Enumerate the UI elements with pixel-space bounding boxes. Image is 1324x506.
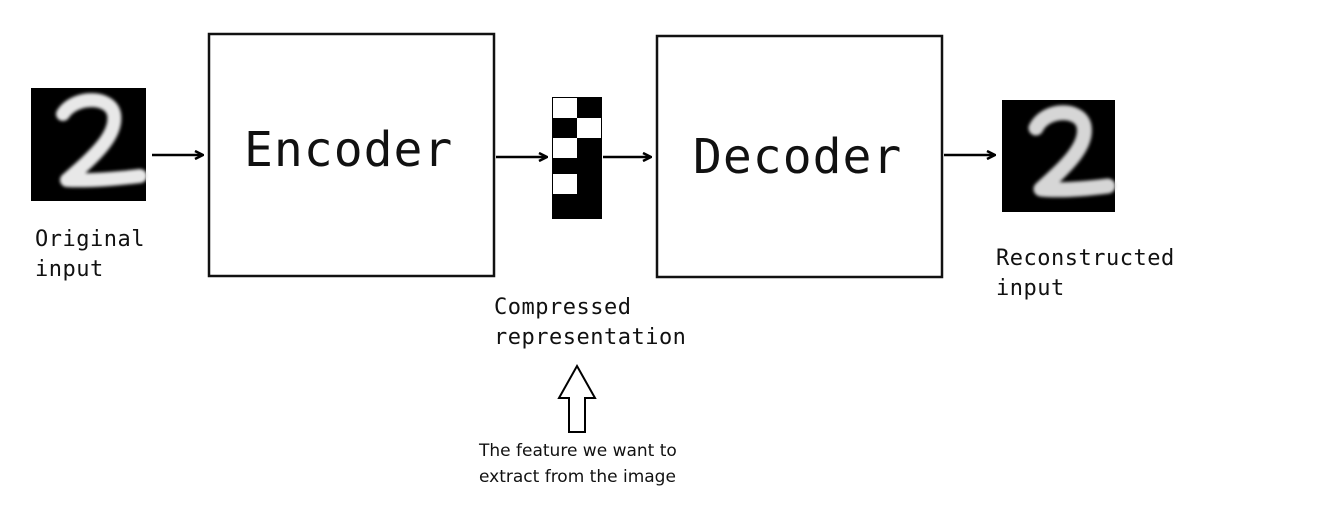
feature-note-line-2: extract from the image (479, 467, 676, 487)
reconstructed-label-line-1: Reconstructed (996, 246, 1175, 271)
reconstructed-label-line-2: input (996, 276, 1065, 301)
up-arrow-icon (557, 363, 597, 433)
decoder-label: Decoder (693, 129, 903, 185)
compressed-code-grid (552, 97, 602, 219)
original-input-label-line-1: Original (35, 227, 145, 252)
compressed-label-line-1: Compressed (494, 295, 632, 320)
original-digit-image (31, 88, 147, 201)
original-input-label: Original input (35, 225, 145, 285)
compressed-representation-label: Compressed representation (494, 293, 686, 353)
decoder-box (655, 34, 944, 279)
compressed-label-line-2: representation (494, 325, 687, 350)
reconstructed-digit-image (1002, 100, 1116, 212)
reconstructed-input-label: Reconstructed input (996, 244, 1175, 304)
original-input-label-line-2: input (35, 257, 104, 282)
encoder-box (207, 32, 496, 278)
feature-note-line-1: The feature we want to (479, 441, 677, 461)
encoder-label: Encoder (244, 122, 454, 178)
feature-note: The feature we want to extract from the … (479, 438, 677, 490)
